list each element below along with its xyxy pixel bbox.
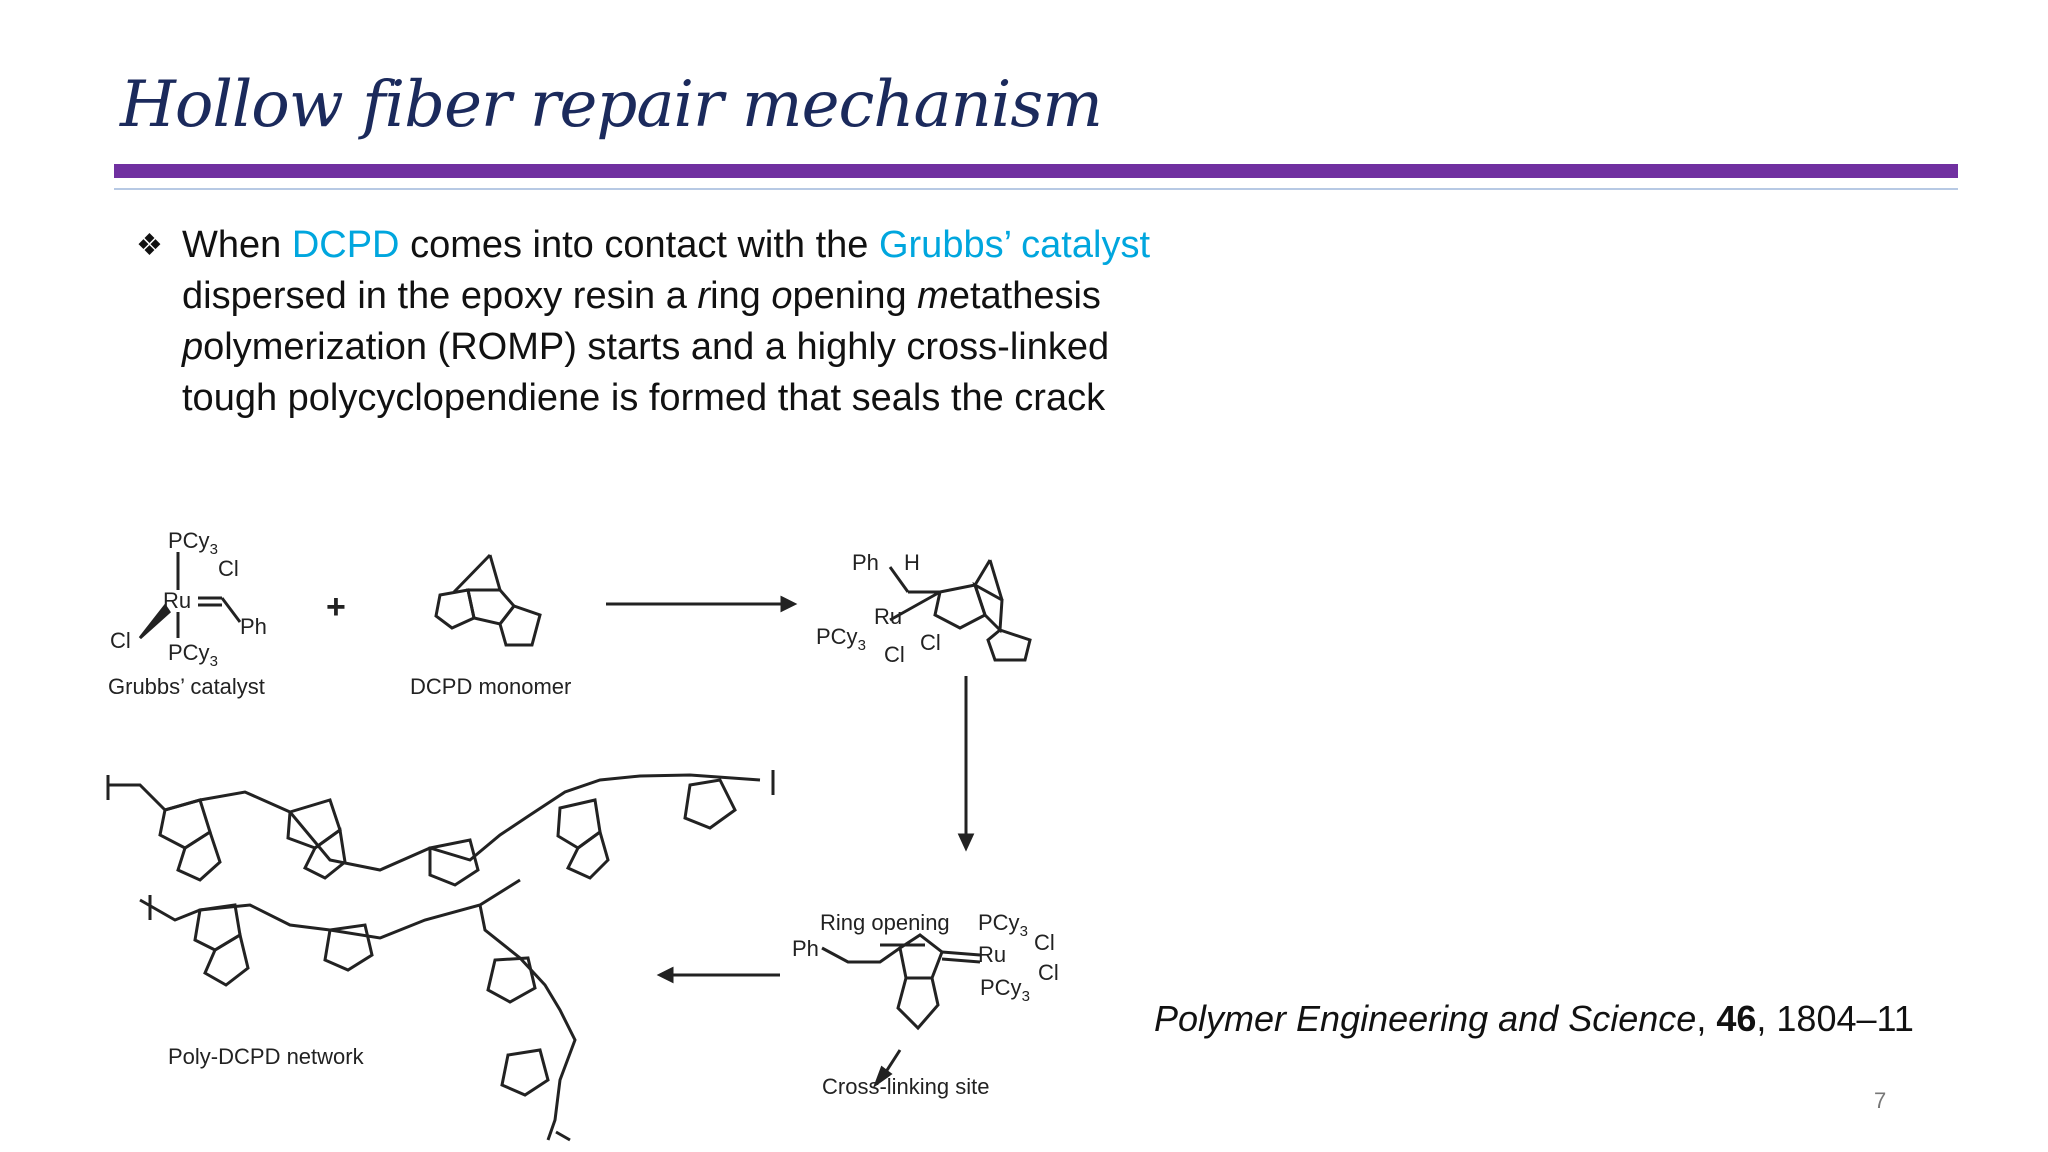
citation: Polymer Engineering and Science, 46, 180… <box>1154 998 1914 1039</box>
h-label: H <box>904 550 920 575</box>
cl-label: Cl <box>218 556 239 581</box>
page-range: , 1804–11 <box>1756 998 1914 1039</box>
page-number: 7 <box>1874 1088 1887 1113</box>
cl-label: Cl <box>1034 930 1055 955</box>
volume-number: 46 <box>1716 998 1757 1039</box>
poly-dcpd-network-label: Poly-DCPD network <box>168 1044 365 1069</box>
dcpd-highlight: DCPD <box>291 224 400 266</box>
bullet-diamond-icon: ❖ <box>136 229 163 262</box>
ph-label: Ph <box>852 550 879 575</box>
title-underline <box>114 188 1958 190</box>
ru-label: Ru <box>978 942 1006 967</box>
ring-opening-label: Ring opening <box>820 910 950 935</box>
dcpd-monomer-label: DCPD monomer <box>410 674 571 699</box>
title-rule <box>114 164 1958 178</box>
cl-label: Cl <box>110 628 131 653</box>
grubbs-catalyst-label: Grubbs’ catalyst <box>108 674 265 699</box>
pcy3-label: PCy3 <box>816 624 866 654</box>
ru-label: Ru <box>163 588 191 613</box>
pcy3-label: PCy3 <box>978 910 1028 940</box>
pcy3-label: PCy3 <box>168 528 218 558</box>
ph-label: Ph <box>240 614 267 639</box>
cross-linking-site-label: Cross-linking site <box>822 1074 990 1099</box>
cl-label: Cl <box>884 642 905 667</box>
slide-title: Hollow fiber repair mechanism <box>120 68 1103 142</box>
cl-label: Cl <box>1038 960 1059 985</box>
reaction-scheme-image: PCy3 Cl Ru Ph Cl PCy3 Grubbs’ catalyst +… <box>106 528 1059 1142</box>
ph-label: Ph <box>792 936 819 961</box>
pcy3-label: PCy3 <box>980 975 1030 1005</box>
bullet-text: When DCPD comes into contact with the Gr… <box>182 224 1150 419</box>
romp-reaction-figure: PCy3 Cl Ru Ph Cl PCy3 Grubbs’ catalyst +… <box>95 510 1095 1152</box>
journal-name: Polymer Engineering and Science <box>1154 998 1697 1039</box>
grubbs-highlight: Grubbs’ catalyst <box>878 224 1150 266</box>
bullet-point: ❖ When DCPD comes into contact with the … <box>136 220 1186 424</box>
ru-label: Ru <box>874 604 902 629</box>
plus-sign: + <box>326 588 346 626</box>
pcy3-label: PCy3 <box>168 640 218 670</box>
cl-label: Cl <box>920 630 941 655</box>
